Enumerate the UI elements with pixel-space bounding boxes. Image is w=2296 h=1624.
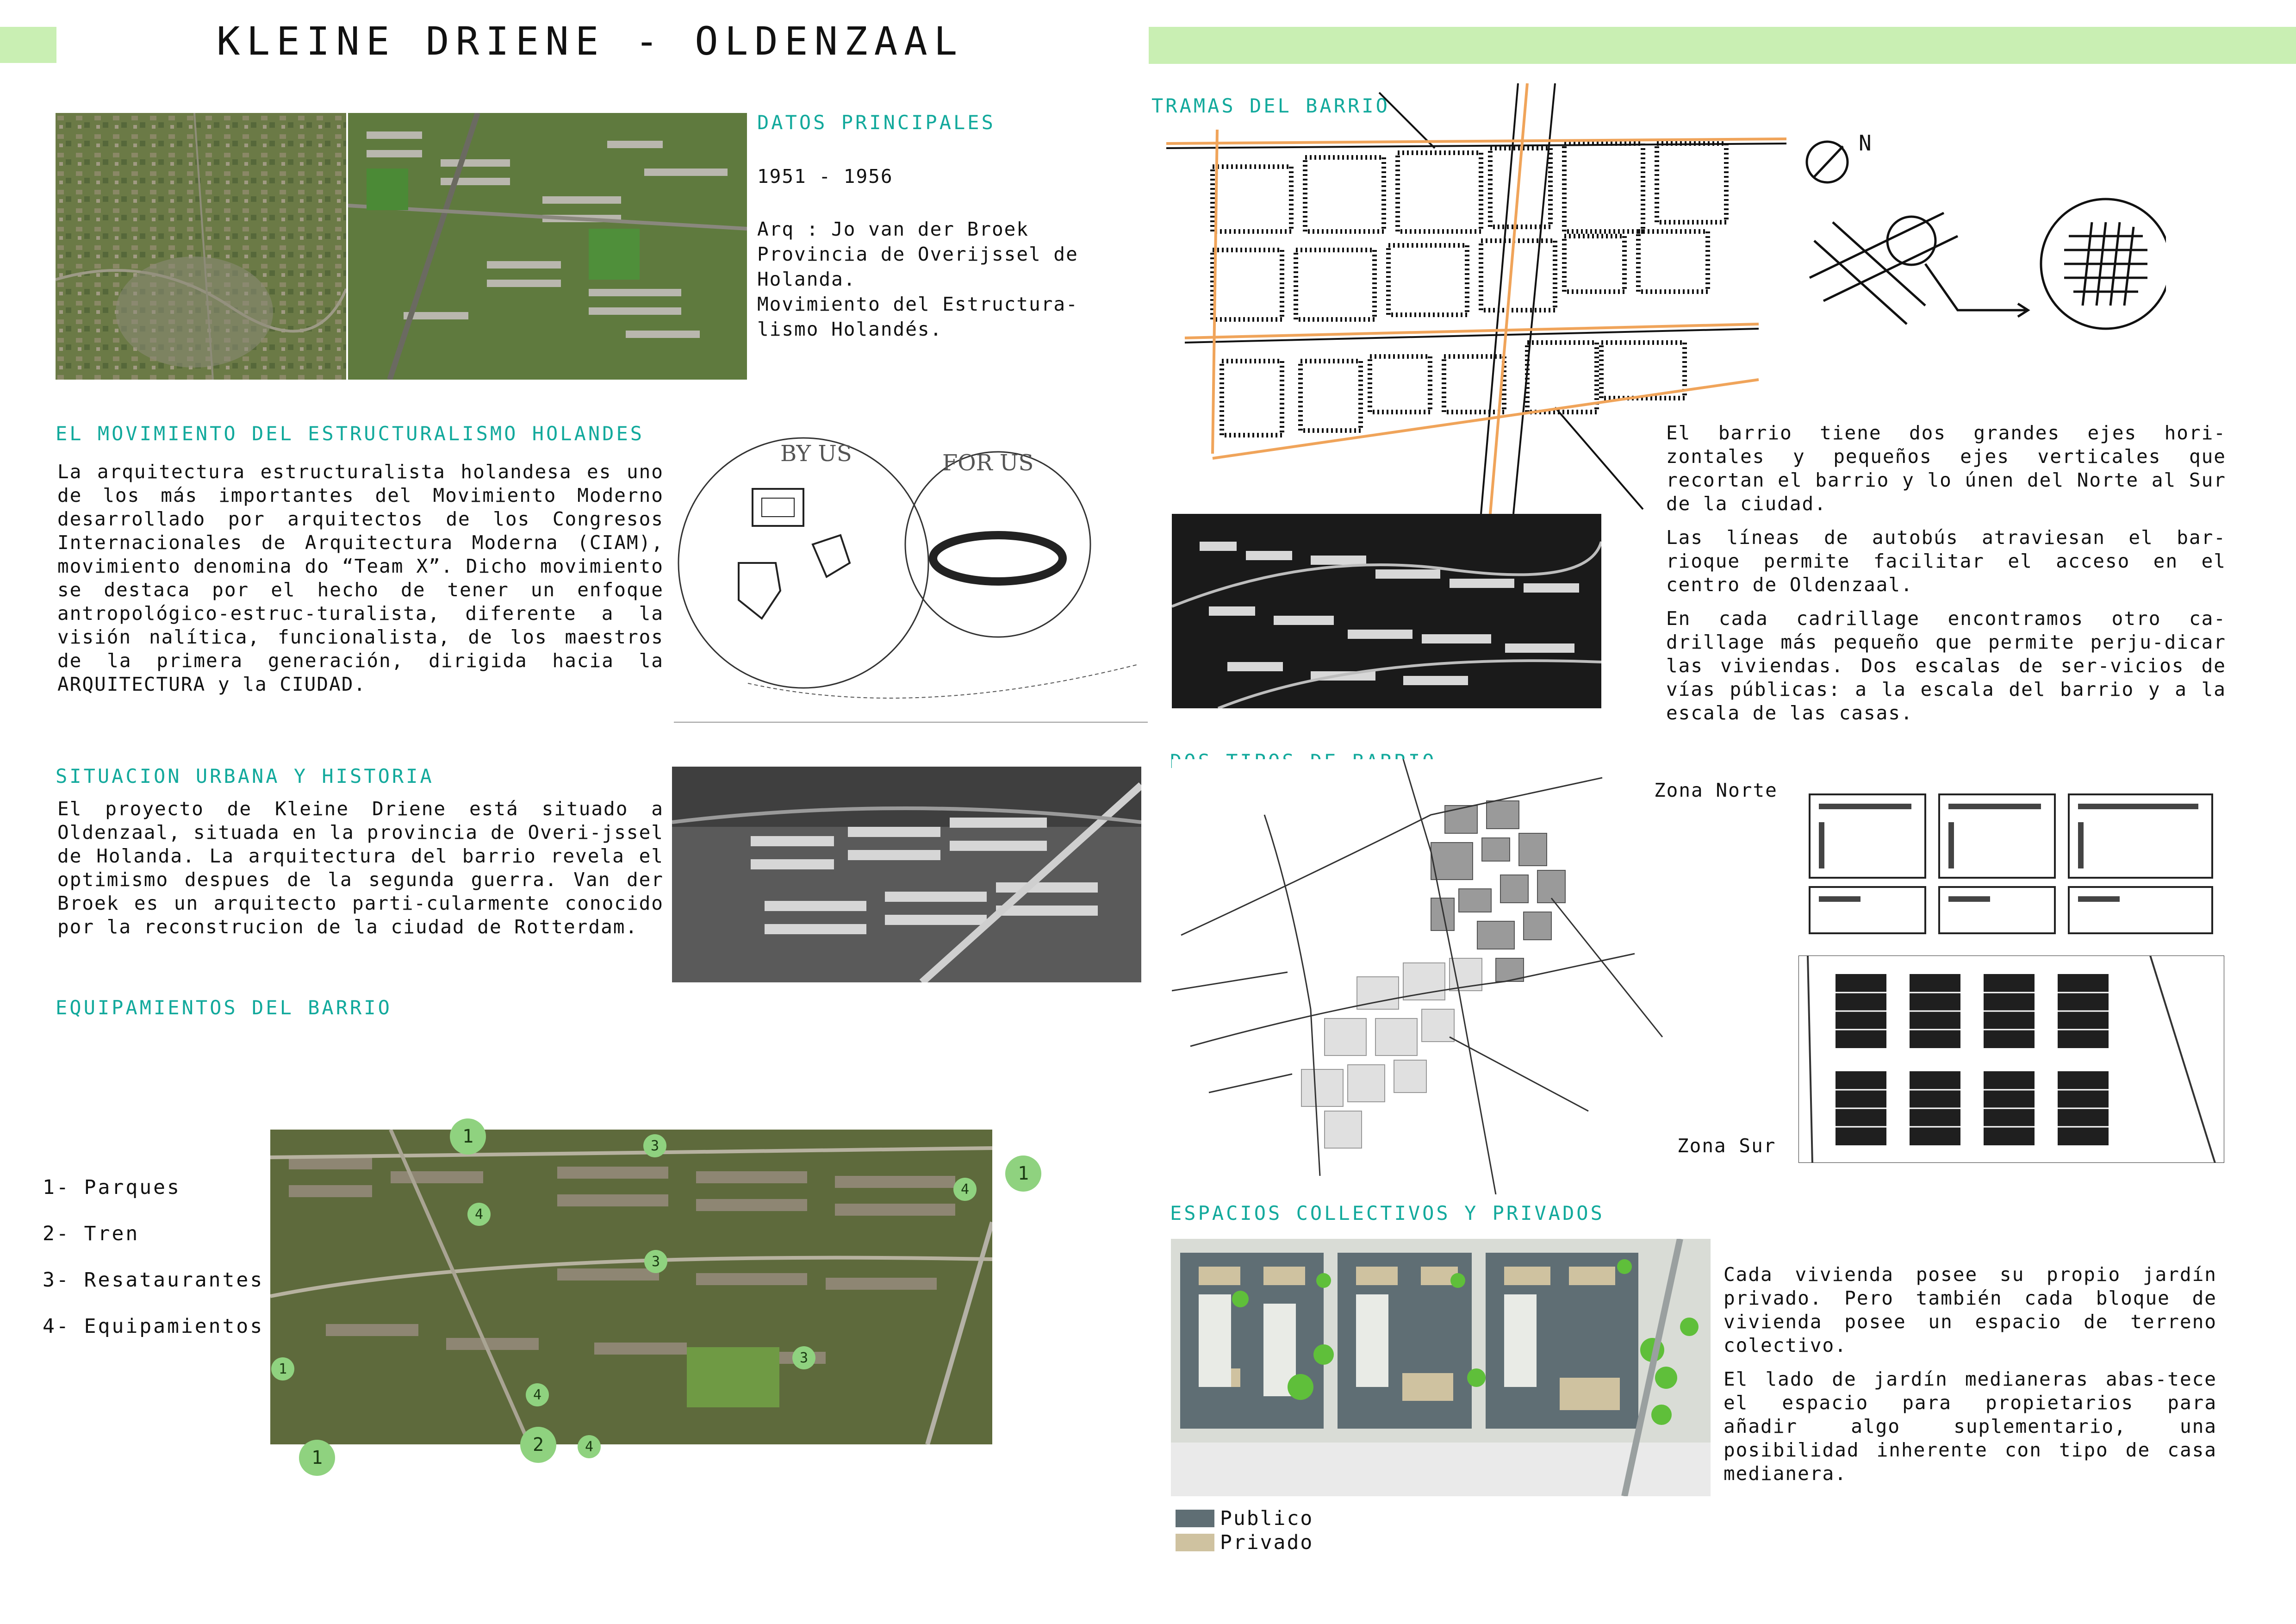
espacios-plan — [1171, 1239, 1711, 1496]
tramas-text: El barrio tiene dos grandes ejes hori-zo… — [1666, 421, 2226, 735]
legend-label: Publico — [1220, 1507, 1314, 1530]
estructuralismo-heading: EL MOVIMIENTO DEL ESTRUCTURALISMO HOLAND… — [56, 422, 645, 445]
dos-tipos-map — [1172, 759, 1672, 1194]
legend-label: Privado — [1220, 1531, 1314, 1554]
map-marker[interactable]: 2 — [520, 1427, 556, 1463]
estructuralismo-text: La arquitectura estructuralista holandes… — [57, 461, 664, 695]
situacion-heading: SITUACION URBANA Y HISTORIA — [56, 765, 434, 787]
datos-years: 1951 - 1956 — [757, 165, 893, 187]
zona-sur-plan — [1798, 956, 2224, 1163]
street-grid-diagram — [1157, 83, 1796, 514]
map-marker[interactable]: 3 — [643, 1134, 666, 1157]
map-marker[interactable]: 3 — [644, 1250, 667, 1273]
page-title: KLEINE DRIENE - OLDENZAAL — [217, 19, 964, 64]
header-accent-left — [0, 27, 56, 63]
map-marker[interactable]: 4 — [953, 1178, 977, 1201]
map-marker[interactable]: 1 — [450, 1118, 486, 1155]
legend-row-publico: Publico — [1176, 1506, 1313, 1530]
equipamientos-heading: EQUIPAMIENTOS DEL BARRIO — [56, 996, 392, 1019]
legend-row-privado: Privado — [1176, 1530, 1313, 1555]
legend-item: 2- Tren — [43, 1222, 140, 1245]
datos-line: Holanda. — [757, 268, 856, 290]
equipamientos-aerial-map — [270, 1130, 992, 1444]
datos-line: Movimiento del Estructura- — [757, 293, 1078, 315]
datos-line: Arq : Jo van der Broek — [757, 218, 1029, 240]
espacios-heading: ESPACIOS COLLECTIVOS Y PRIVADOS — [1170, 1202, 1605, 1224]
legend-item: 3- Resataurantes — [43, 1268, 264, 1292]
aerial-photo-region — [56, 113, 346, 380]
zona-norte-plan — [1800, 785, 2221, 940]
zona-sur-label: Zona Sur — [1677, 1135, 1776, 1157]
map-marker[interactable]: 4 — [578, 1435, 601, 1458]
map-marker[interactable]: 4 — [467, 1203, 491, 1226]
espacios-paragraph: El lado de jardín medianeras abas-tece e… — [1724, 1368, 2217, 1485]
tramas-paragraph: Las líneas de autobús atraviesan el bar-… — [1666, 526, 2226, 596]
aerial-photo-neighborhood — [348, 113, 747, 380]
tramas-paragraph: El barrio tiene dos grandes ejes hori-zo… — [1666, 422, 2226, 515]
datos-heading: DATOS PRINCIPALES — [757, 111, 996, 134]
espacios-paragraph: Cada vivienda posee su propio jardín pri… — [1724, 1263, 2217, 1356]
tramas-heading: TRAMAS DEL BARRIO — [1151, 94, 1390, 117]
map-marker[interactable]: 1 — [1005, 1156, 1041, 1192]
datos-line: lismo Holandés. — [757, 318, 943, 340]
espacios-legend: Publico Privado — [1176, 1506, 1313, 1555]
equipamientos-legend: 1- Parques 2- Tren 3- Resataurantes 4- E… — [43, 1176, 264, 1361]
situacion-text: El proyecto de Kleine Driene está situad… — [57, 798, 664, 938]
map-marker[interactable]: 1 — [271, 1357, 294, 1380]
legend-item: 4- Equipamientos — [43, 1315, 264, 1338]
datos-details: Arq : Jo van der Broek Provincia de Over… — [757, 217, 1078, 342]
model-photo — [1172, 514, 1601, 708]
map-marker[interactable]: 4 — [526, 1383, 549, 1406]
map-marker[interactable]: 1 — [299, 1440, 335, 1476]
tramas-paragraph: En cada cadrillage encontramos otro ca-d… — [1666, 607, 2226, 724]
team-x-sketch: BY US FOR US — [674, 424, 1148, 723]
datos-line: Provincia de Overijssel de — [757, 243, 1078, 265]
zona-norte-label: Zona Norte — [1654, 779, 1778, 801]
historic-aerial-photo — [672, 767, 1141, 982]
legend-item: 1- Parques — [43, 1176, 181, 1199]
north-label: N — [1859, 131, 1872, 156]
compass-north — [1804, 139, 1850, 185]
map-marker[interactable]: 3 — [792, 1346, 815, 1369]
grid-concept-diagram — [1805, 194, 2172, 347]
espacios-text: Cada vivienda posee su propio jardín pri… — [1724, 1263, 2217, 1496]
sketch-label-for-us: FOR US — [942, 450, 1033, 476]
swatch-privado — [1176, 1534, 1214, 1551]
swatch-publico — [1176, 1510, 1214, 1527]
header-accent-right — [1149, 27, 2296, 64]
sketch-label-by-us: BY US — [780, 441, 852, 467]
